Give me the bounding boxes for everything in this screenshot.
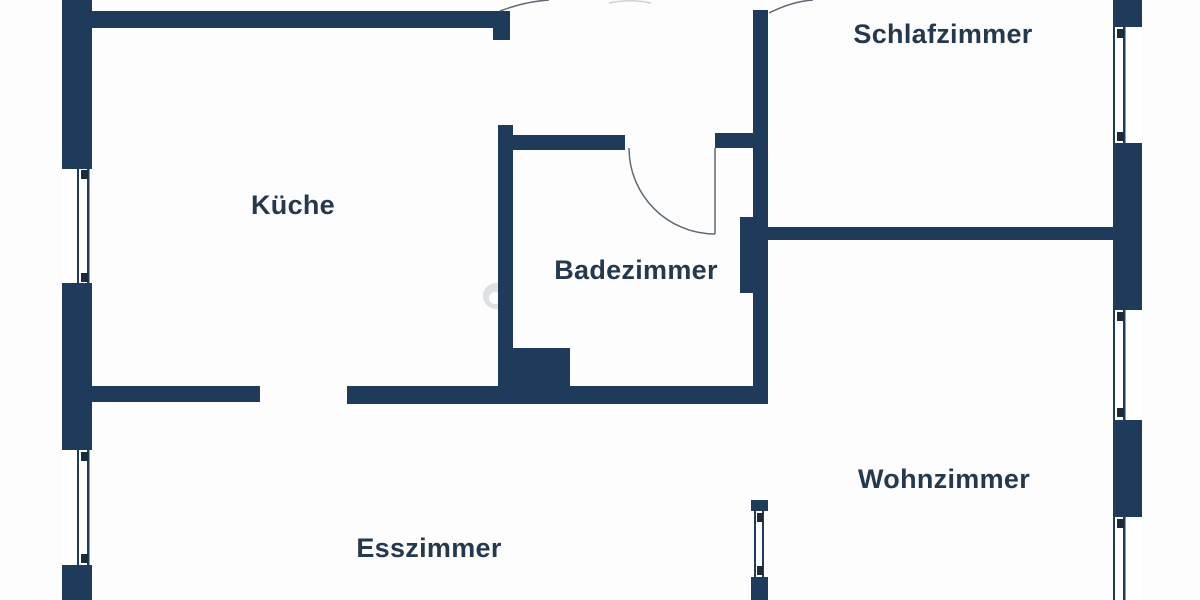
- window-esszimmer-wohnzimmer-window: [751, 511, 768, 577]
- window-cap: [81, 170, 88, 179]
- room-label-kueche: Küche: [251, 190, 335, 220]
- schlafzimmer-door-arc: [768, 0, 814, 14]
- window-glass-line: [1123, 310, 1126, 420]
- walls-layer: [62, 0, 1142, 600]
- window-cap: [1117, 132, 1124, 141]
- window-cap: [757, 513, 763, 522]
- badezimmer-door-arc: [628, 147, 716, 235]
- wall-left-wall-top-pier: [62, 0, 92, 169]
- wall-schlaf-wohn-divider: [768, 227, 1113, 240]
- top-center-arc-faint: [608, 0, 652, 4]
- window-cap: [1117, 519, 1124, 528]
- window-right-window-upper: [1113, 27, 1142, 143]
- window-cap: [81, 452, 88, 461]
- wall-right-wall-lower-pier: [1113, 420, 1142, 517]
- wall-entrance-stub: [493, 28, 510, 40]
- window-cap: [757, 566, 763, 575]
- window-glass-line: [1123, 27, 1126, 143]
- wall-bottom-window-cap-top: [751, 500, 768, 511]
- wall-bad-shaft-block: [498, 348, 570, 388]
- wall-left-wall-bottom-pier: [62, 565, 92, 600]
- window-cap: [1117, 408, 1124, 417]
- entrance-door-arc: [499, 0, 550, 12]
- wall-bad-bottom-wall: [347, 386, 768, 404]
- room-label-schlafzimmer: Schlafzimmer: [853, 19, 1032, 49]
- window-glass-line: [1113, 517, 1115, 600]
- window-right-window-middle: [1113, 310, 1142, 420]
- doors-layer: [499, 0, 814, 235]
- room-label-wohnzimmer: Wohnzimmer: [858, 464, 1030, 494]
- wall-top-wall: [62, 11, 510, 28]
- wall-bad-top-right-stub: [715, 133, 753, 148]
- window-glass-line: [1123, 517, 1126, 600]
- window-right-window-lower: [1113, 517, 1142, 600]
- window-glass-line: [762, 511, 764, 577]
- window-glass-line: [87, 450, 90, 565]
- window-glass-line: [1113, 310, 1115, 420]
- window-glass-line: [77, 169, 79, 283]
- window-glass-line: [1113, 27, 1115, 143]
- window-left-window-lower: [62, 450, 92, 565]
- window-cap: [1117, 29, 1124, 38]
- windows-layer: [62, 27, 1142, 600]
- wall-left-wall-mid-pier: [62, 283, 92, 450]
- wall-bad-top-wall: [513, 135, 625, 150]
- window-cap: [1117, 312, 1124, 321]
- window-area: [1113, 310, 1142, 420]
- wall-esszimmer-divider-left: [92, 386, 260, 402]
- room-label-badezimmer: Badezimmer: [554, 255, 718, 285]
- wall-right-wall-mid-pier: [1113, 143, 1142, 310]
- wall-right-wall-top-pier: [1113, 0, 1142, 27]
- wall-central-wall-pier: [740, 217, 768, 293]
- wall-bad-left-wall: [498, 125, 513, 393]
- window-glass-line: [87, 169, 90, 283]
- window-left-window-upper: [62, 169, 92, 283]
- window-glass-line: [754, 511, 756, 577]
- window-area: [1113, 517, 1142, 600]
- window-cap: [81, 273, 88, 282]
- window-cap: [81, 554, 88, 563]
- wall-bottom-window-cap-bot: [751, 577, 768, 600]
- wall-central-wall: [753, 10, 768, 393]
- room-label-esszimmer: Esszimmer: [356, 533, 501, 563]
- window-area: [1113, 27, 1142, 143]
- window-glass-line: [77, 450, 79, 565]
